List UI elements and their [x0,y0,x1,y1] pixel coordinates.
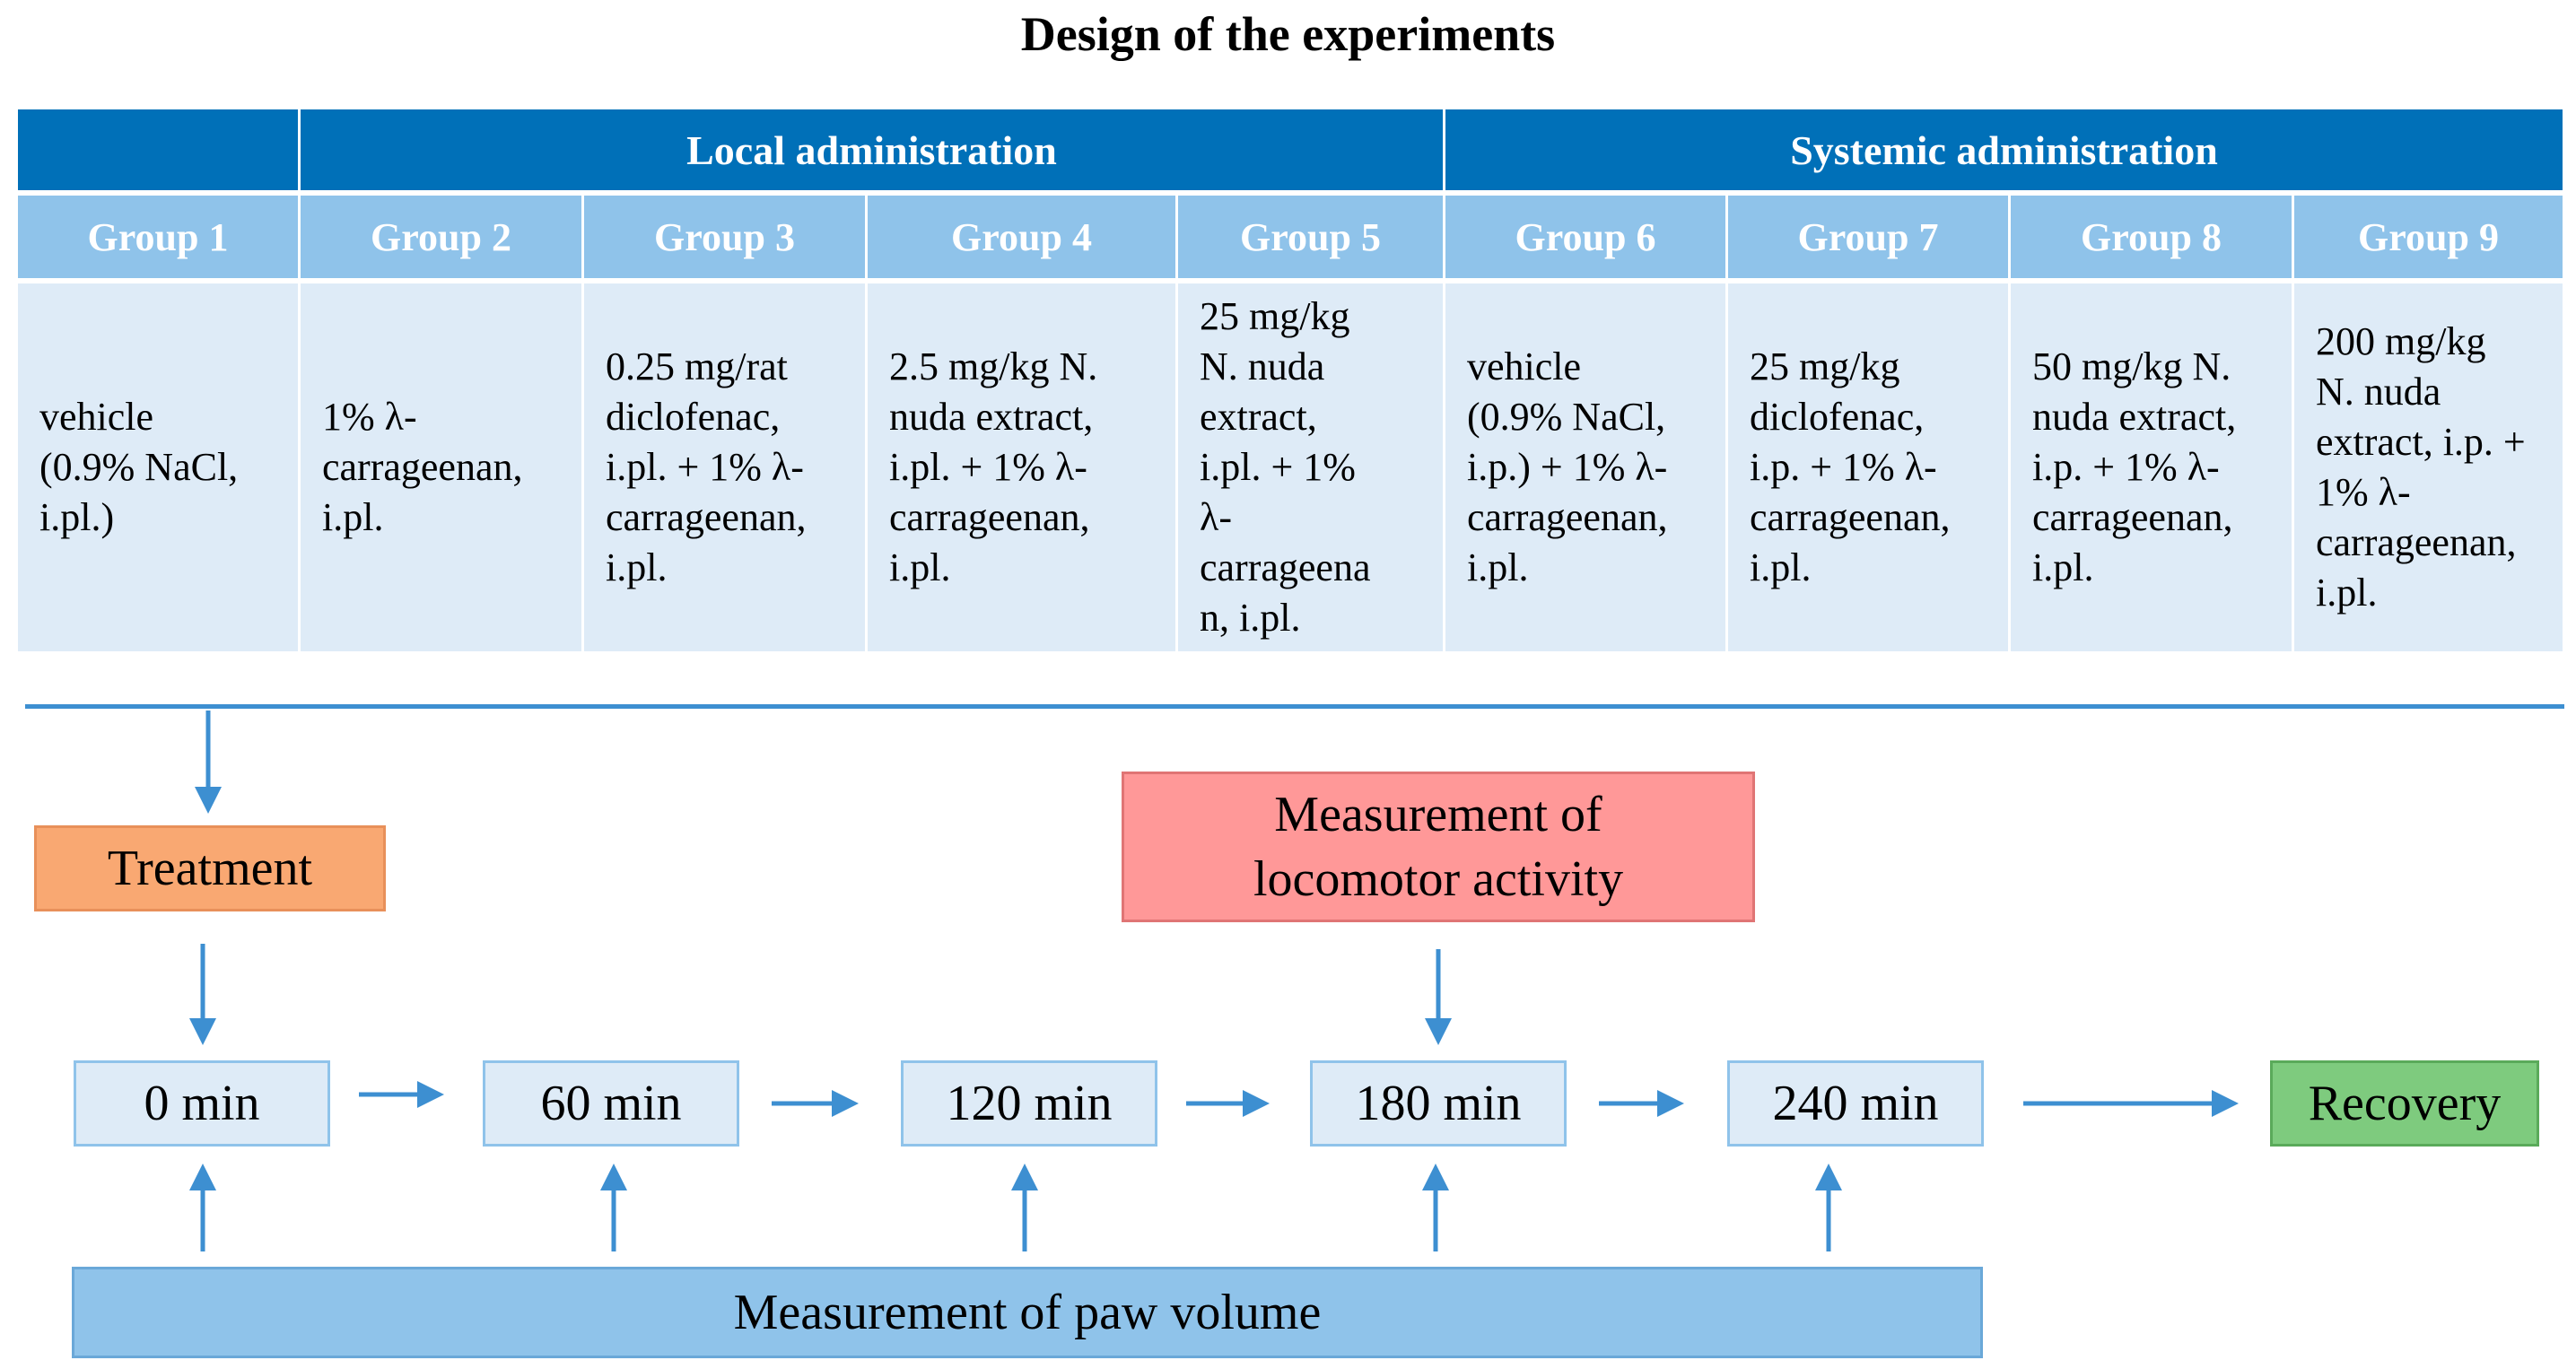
group-header: Group 7 [1728,196,2011,278]
treatment-row: vehicle (0.9% NaCl, i.pl.) 1% λ- carrage… [18,283,2563,651]
group-header: Group 5 [1178,196,1445,278]
header-systemic-administration: Systemic administration [1445,109,2563,190]
timepoint-box: 240 min [1727,1060,1984,1147]
header-blank [18,109,301,190]
timepoint-box: 180 min [1310,1060,1567,1147]
group-header: Group 2 [301,196,584,278]
group-header: Group 6 [1445,196,1728,278]
group-header: Group 3 [584,196,868,278]
group-header: Group 9 [2294,196,2563,278]
group-header-row: Group 1 Group 2 Group 3 Group 4 Group 5 … [18,196,2563,278]
timepoint-box: 120 min [901,1060,1157,1147]
locomotor-activity-box: Measurement of locomotor activity [1122,772,1755,922]
group-header: Group 8 [2011,196,2294,278]
treatment-cell: 25 mg/kg diclofenac, i.p. + 1% λ- carrag… [1728,283,2011,651]
treatment-cell: 200 mg/kg N. nuda extract, i.p. + 1% λ- … [2294,283,2563,651]
timepoint-box: 0 min [74,1060,330,1147]
recovery-box: Recovery [2270,1060,2539,1147]
treatment-cell: 1% λ- carrageenan, i.pl. [301,283,584,651]
treatment-cell: 0.25 mg/rat diclofenac, i.pl. + 1% λ- ca… [584,283,868,651]
group-header: Group 4 [868,196,1178,278]
paw-volume-box: Measurement of paw volume [72,1267,1983,1358]
admin-header-row: Local administration Systemic administra… [18,109,2563,190]
treatment-cell: 50 mg/kg N. nuda extract, i.p. + 1% λ- c… [2011,283,2294,651]
treatment-box: Treatment [34,825,386,911]
timeline-divider [25,704,2564,709]
treatment-cell: 2.5 mg/kg N. nuda extract, i.pl. + 1% λ-… [868,283,1178,651]
treatment-cell: 25 mg/kg N. nuda extract, i.pl. + 1% λ- … [1178,283,1445,651]
treatment-cell: vehicle (0.9% NaCl, i.p.) + 1% λ- carrag… [1445,283,1728,651]
header-local-administration: Local administration [301,109,1445,190]
diagram-title: Design of the experiments [1020,7,1556,61]
treatment-cell: vehicle (0.9% NaCl, i.pl.) [18,283,301,651]
group-header: Group 1 [18,196,301,278]
timepoint-box: 60 min [483,1060,739,1147]
